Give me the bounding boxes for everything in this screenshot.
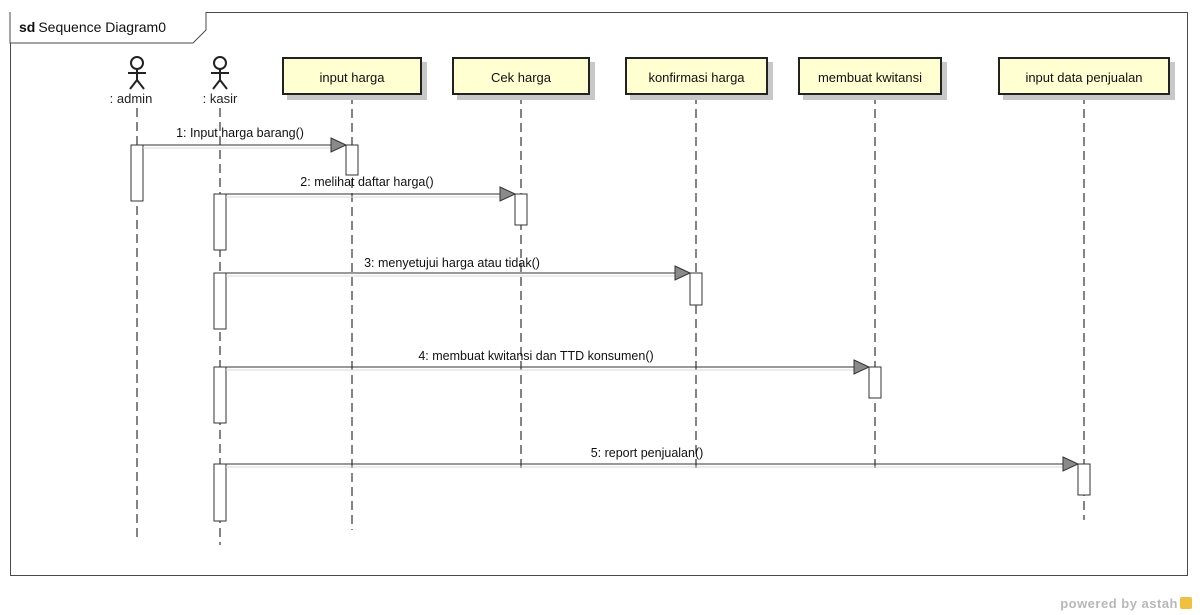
message-label-2: 2: melihat daftar harga(): [300, 175, 434, 189]
frame-title: Sequence Diagram0: [38, 19, 166, 35]
activation-bar-kasir-5: [213, 463, 227, 522]
actor-leg-left-kasir: [212, 79, 221, 90]
lifeline-input-harga: input harga: [282, 57, 422, 95]
lifeline-input-data-penjualan: input data penjualan: [998, 57, 1170, 95]
activation-bar-target-3: [689, 272, 703, 306]
actor-leg-right-admin: [136, 79, 145, 90]
activation-bar-kasir-2: [213, 193, 227, 251]
activation-bar-target-5: [1077, 463, 1091, 496]
diagram-frame: [10, 12, 1188, 576]
message-label-3: 3: menyetujui harga atau tidak(): [364, 256, 540, 270]
activation-bar-target-1: [345, 144, 359, 176]
activation-bar-kasir-3: [213, 272, 227, 330]
message-arrowhead-5: [1062, 456, 1080, 472]
message-label-4: 4: membuat kwitansi dan TTD konsumen(): [418, 349, 654, 363]
activation-bar-admin-1: [130, 144, 144, 202]
activation-bar-target-4: [868, 366, 882, 399]
message-arrowhead-3: [674, 265, 692, 281]
message-arrowhead-2: [499, 186, 517, 202]
actor-head-kasir: [213, 56, 227, 70]
actor-head-admin: [130, 56, 144, 70]
watermark-text: powered by astah: [1060, 596, 1178, 611]
astah-logo-icon: [1180, 597, 1192, 609]
actor-leg-right-kasir: [219, 79, 228, 90]
lifeline-membuat-kwitansi: membuat kwitansi: [798, 57, 942, 95]
activation-bar-kasir-4: [213, 366, 227, 424]
message-label-5: 5: report penjualan(): [590, 446, 704, 460]
lifeline-konfirmasi-harga: konfirmasi harga: [625, 57, 768, 95]
activation-bar-target-2: [514, 193, 528, 226]
message-arrowhead-1: [330, 137, 348, 153]
actor-leg-left-admin: [129, 79, 138, 90]
actor-label-admin: : admin: [109, 91, 153, 106]
watermark: powered by astah: [1060, 596, 1192, 611]
lifeline-cek-harga: Cek harga: [452, 57, 590, 95]
message-arrowhead-4: [853, 359, 871, 375]
message-label-1: 1: Input harga barang(): [176, 126, 304, 140]
frame-keyword: sd: [19, 19, 36, 35]
actor-label-kasir: : kasir: [202, 91, 238, 106]
frame-tab-outline: [9, 12, 207, 44]
